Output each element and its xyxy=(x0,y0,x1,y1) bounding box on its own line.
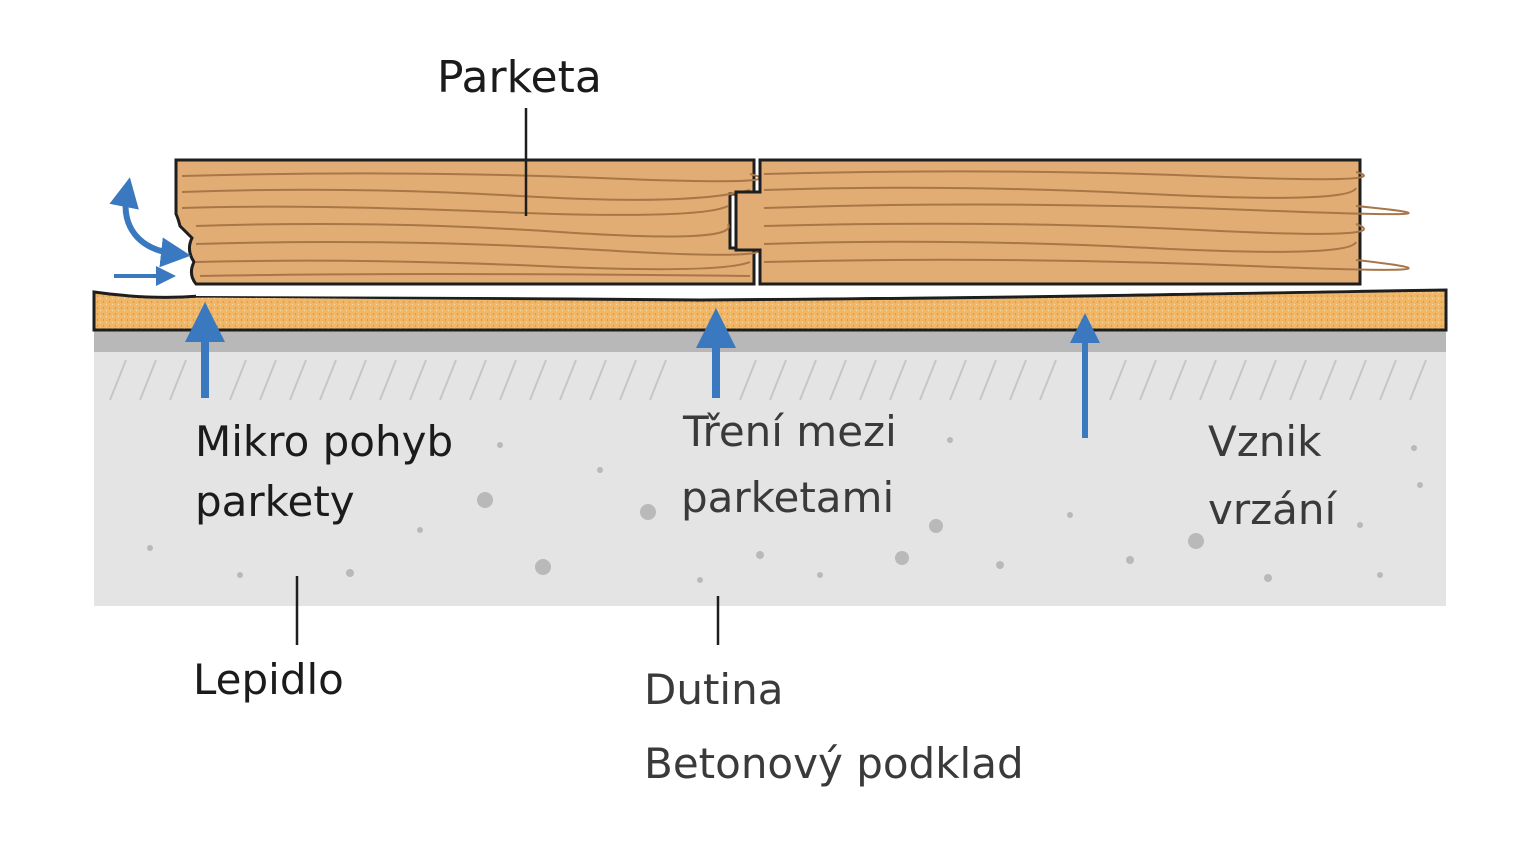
micro-movement-label-line2: parkety xyxy=(195,477,355,526)
squeak-origin-label-line2: vrzání xyxy=(1208,485,1337,534)
micro-movement-label-line1: Mikro pohyb xyxy=(195,417,454,466)
parketa-label: Parketa xyxy=(437,52,602,103)
adhesive-layer xyxy=(92,288,1448,332)
adhesive-label: Lepidlo xyxy=(193,655,344,704)
cavity-gap xyxy=(196,286,1360,298)
parquet-plank-left xyxy=(174,158,761,286)
squeak-origin-label-line1: Vznik xyxy=(1208,417,1322,466)
parquet-plank-right xyxy=(734,158,1410,286)
movement-arrow-icon xyxy=(109,177,191,268)
friction-label-line1: Tření mezi xyxy=(683,407,897,456)
cavity-label: Dutina xyxy=(644,665,784,714)
concrete-base-label: Betonový podklad xyxy=(644,739,1024,788)
concrete-base xyxy=(94,330,1446,606)
friction-label-line2: parketami xyxy=(681,473,895,522)
